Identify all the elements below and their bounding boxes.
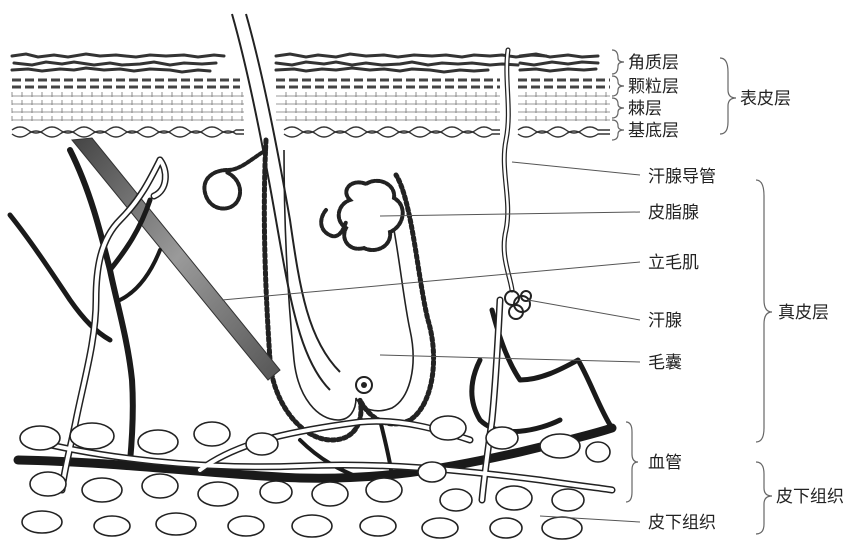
stratum-granulosum-band <box>12 80 610 87</box>
label-subcutaneous-layer: 皮下组织 <box>776 487 844 507</box>
sweat-duct <box>504 50 512 290</box>
label-arrector-pili: 立毛肌 <box>648 253 699 273</box>
labels: 角质层 颗粒层 棘层 基底层 表皮层 汗腺导管 皮脂腺 立毛肌 汗腺 毛囊 真皮… <box>628 53 844 533</box>
sweat-gland-coil <box>505 291 531 319</box>
label-sweat-duct: 汗腺导管 <box>648 167 716 187</box>
label-hair-follicle: 毛囊 <box>648 353 682 373</box>
label-stratum-granulosum: 颗粒层 <box>628 77 679 97</box>
stratum-corneum-band <box>12 54 598 72</box>
label-epidermis: 表皮层 <box>740 89 791 109</box>
label-blood-vessel: 血管 <box>648 453 682 473</box>
label-stratum-basale: 基底层 <box>628 121 679 141</box>
label-sweat-gland: 汗腺 <box>648 311 682 331</box>
stratum-basale-band <box>12 127 610 137</box>
label-stratum-corneum: 角质层 <box>628 53 679 73</box>
epidermis-layers <box>12 54 610 137</box>
label-stratum-spinosum: 棘层 <box>628 99 662 119</box>
left-gland-coil <box>204 150 266 209</box>
label-sebaceous-gland: 皮脂腺 <box>648 203 699 223</box>
label-dermis: 真皮层 <box>778 303 829 323</box>
label-subcutaneous-tissue: 皮下组织 <box>648 513 716 533</box>
stratum-spinosum-band <box>12 92 610 124</box>
